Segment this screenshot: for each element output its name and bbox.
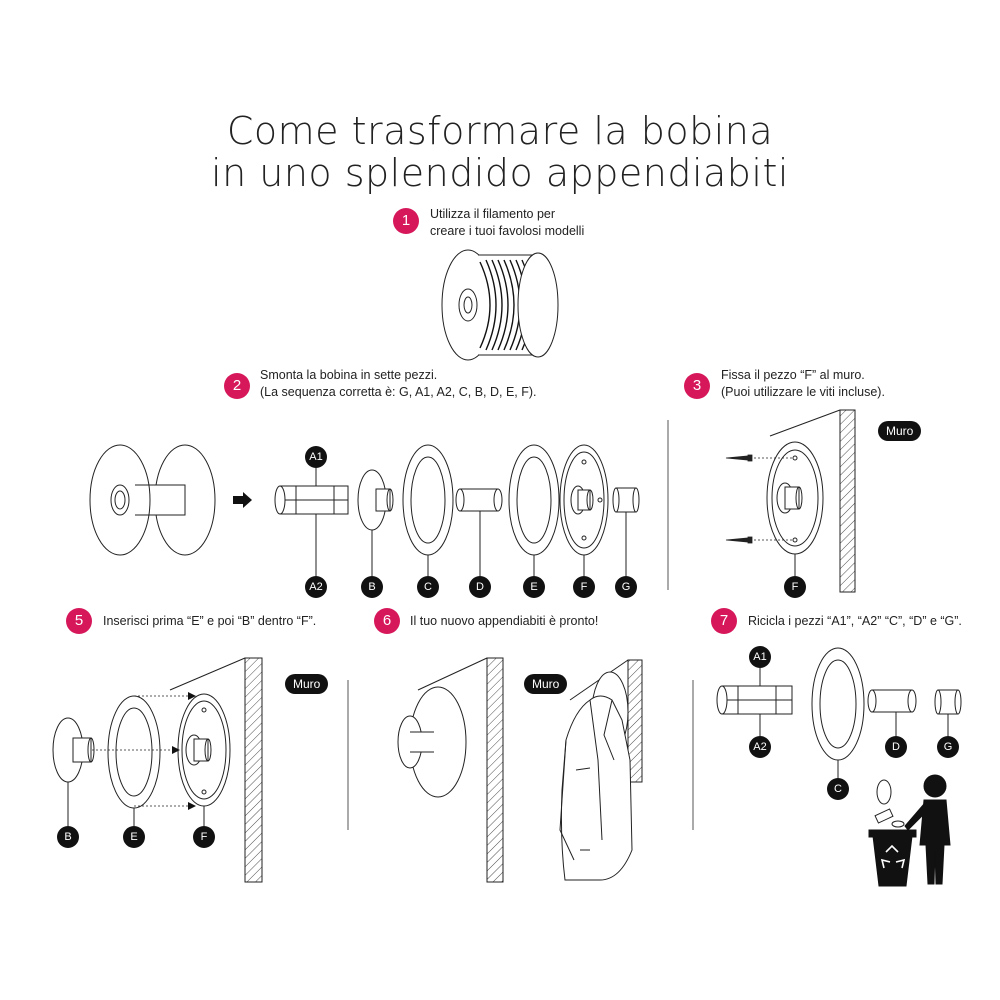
part-a-tube-icon bbox=[274, 468, 349, 576]
label-c: C bbox=[417, 576, 439, 598]
step-3-number: 3 bbox=[684, 373, 710, 399]
part-d-tube-icon bbox=[455, 488, 503, 576]
part-c-step-7 bbox=[811, 647, 865, 778]
part-f-flange-icon bbox=[559, 444, 609, 576]
part-b-step-5 bbox=[52, 717, 95, 826]
part-e-ring-icon bbox=[508, 444, 560, 576]
label-e: E bbox=[523, 576, 545, 598]
step-7-text: Ricicla i pezzi “A1”, “A2” “C”, “D” e “G… bbox=[748, 614, 962, 628]
person-icon bbox=[904, 774, 951, 885]
step-3-text-line-1: Fissa il pezzo “F” al muro. bbox=[721, 368, 865, 382]
label-a1-step-7: A1 bbox=[749, 646, 771, 668]
label-g: G bbox=[615, 576, 637, 598]
step-7-number: 7 bbox=[711, 608, 737, 634]
assembled-spool-icon bbox=[89, 444, 216, 556]
wall-label-step-5: Muro bbox=[285, 674, 329, 694]
jacket-icon bbox=[559, 671, 633, 881]
step-6-text: Il tuo nuovo appendiabiti è pronto! bbox=[410, 614, 599, 628]
label-b-step-5: B bbox=[57, 826, 79, 848]
label-g-step-7: G bbox=[937, 736, 959, 758]
part-b-icon bbox=[357, 469, 394, 576]
wall-step-3 bbox=[769, 409, 856, 593]
page-title-line-1: Come trasformare la bobina bbox=[226, 109, 774, 153]
part-f-step-5 bbox=[177, 693, 231, 826]
step-5-number: 5 bbox=[66, 608, 92, 634]
label-f-step-3: F bbox=[784, 576, 806, 598]
step-1-text-line-1: Utilizza il filamento per bbox=[430, 207, 556, 221]
insert-guides bbox=[92, 695, 190, 807]
wall-label-step-6: Muro bbox=[524, 674, 568, 694]
part-g-cap-icon bbox=[612, 487, 640, 576]
screws-icon bbox=[725, 454, 792, 544]
label-f-step-5: F bbox=[193, 826, 215, 848]
wall-label-step-3: Muro bbox=[878, 421, 922, 441]
part-a-step-7 bbox=[716, 668, 793, 736]
part-g-step-7 bbox=[934, 689, 962, 736]
step-5-text: Inserisci prima “E” e poi “B” dentro “F”… bbox=[103, 614, 317, 628]
label-a2: A2 bbox=[305, 576, 327, 598]
part-f-on-wall bbox=[766, 441, 824, 576]
part-c-ring-icon bbox=[402, 444, 454, 576]
step-3-text-line-2: (Puoi utilizzare le viti incluse). bbox=[721, 385, 885, 399]
label-a1: A1 bbox=[305, 446, 327, 468]
step-2-text-line-2: (La sequenza corretta è: G, A1, A2, C, B… bbox=[260, 385, 537, 399]
label-e-step-5: E bbox=[123, 826, 145, 848]
wall-step-6 bbox=[417, 657, 504, 883]
part-d-step-7 bbox=[867, 689, 917, 736]
label-d: D bbox=[469, 576, 491, 598]
label-c-step-7: C bbox=[827, 778, 849, 800]
hanger-assembled-icon bbox=[397, 686, 467, 798]
label-f: F bbox=[573, 576, 595, 598]
filament-spool-icon bbox=[441, 249, 559, 361]
step-2-number: 2 bbox=[224, 373, 250, 399]
label-d-step-7: D bbox=[885, 736, 907, 758]
recycle-bin-icon bbox=[868, 779, 917, 887]
wall-step-5 bbox=[169, 657, 263, 883]
arrow-right-icon bbox=[233, 492, 252, 508]
part-e-step-5 bbox=[107, 695, 161, 826]
step-1-text-line-2: creare i tuoi favolosi modelli bbox=[430, 224, 585, 238]
step-2-text-line-1: Smonta la bobina in sette pezzi. bbox=[260, 368, 438, 382]
page-title-line-2: in uno splendido appendiabiti bbox=[211, 151, 789, 195]
step-1-number: 1 bbox=[393, 208, 419, 234]
step-6-number: 6 bbox=[374, 608, 400, 634]
label-a2-step-7: A2 bbox=[749, 736, 771, 758]
label-b: B bbox=[361, 576, 383, 598]
